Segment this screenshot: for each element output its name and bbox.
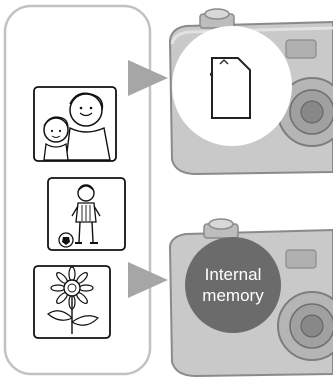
arrow-right-icon <box>128 262 168 298</box>
family-photo-icon <box>33 86 117 162</box>
internal-memory-label-line2: memory <box>202 286 264 305</box>
memory-card-icon <box>172 26 292 146</box>
internal-memory-badge <box>185 237 281 333</box>
sunflower-photo-icon <box>33 265 111 339</box>
internal-memory-label: Internal memory <box>190 264 276 306</box>
internal-memory-label-line1: Internal <box>204 265 262 284</box>
arrow-right-icon <box>128 60 168 96</box>
child-soccer-photo-icon <box>47 177 126 251</box>
